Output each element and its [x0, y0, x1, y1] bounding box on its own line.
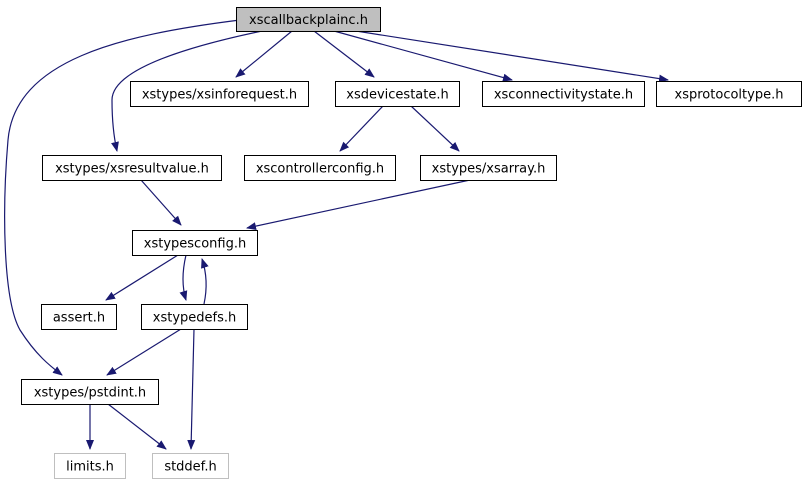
node-box-xsresultvalue [42, 155, 222, 181]
node-label-xsprotocoltype: xsprotocoltype.h [675, 88, 784, 103]
node-label-pstdint: xstypes/pstdint.h [34, 386, 146, 401]
node-box-xsconnectivitystate [482, 81, 645, 107]
edges-layer [4, 19, 669, 450]
node-label-limits: limits.h [66, 460, 114, 475]
edge-root-to-xsprotocoltype [355, 30, 669, 83]
node-pstdint[interactable]: xstypes/pstdint.h [21, 379, 159, 405]
edge-pstdint-to-stddef [107, 403, 167, 450]
node-box-xstypesconfig [132, 230, 258, 256]
node-box-xscontrollerconfig [244, 155, 396, 181]
node-box-xstypedefs [141, 304, 248, 330]
node-box-root [236, 7, 381, 32]
edge-xstypedefs-to-xstypesconfig [201, 258, 209, 305]
edge-xsarray-to-xstypesconfig [246, 179, 471, 231]
node-xsdevicestate[interactable]: xsdevicestate.h [335, 81, 460, 107]
node-label-xsconnectivitystate: xsconnectivitystate.h [494, 88, 633, 103]
node-limits: limits.h [54, 453, 126, 479]
edge-xsdevicestate-to-xsarray [410, 105, 460, 152]
edge-xstypesconfig-to-xstypedefs [179, 254, 188, 301]
edge-root-to-xsinforequest [235, 30, 293, 78]
node-box-assert [41, 304, 117, 330]
node-box-xsarray [420, 155, 557, 181]
node-label-xsarray: xstypes/xsarray.h [432, 162, 546, 177]
node-label-xstypedefs: xstypedefs.h [153, 311, 236, 326]
node-label-xsresultvalue: xstypes/xsresultvalue.h [55, 162, 209, 177]
node-xstypesconfig[interactable]: xstypesconfig.h [132, 230, 258, 256]
node-xsprotocoltype[interactable]: xsprotocoltype.h [656, 81, 802, 107]
edge-xstypesconfig-to-assert [105, 254, 179, 301]
edge-xsresultvalue-to-xstypesconfig [140, 179, 182, 226]
node-label-xsinforequest: xstypes/xsinforequest.h [142, 88, 297, 103]
node-label-stddef: stddef.h [164, 460, 216, 475]
node-label-xscontrollerconfig: xscontrollerconfig.h [256, 162, 384, 177]
node-label-root: xscallbackplainc.h [249, 13, 368, 28]
edge-root-to-xsresultvalue [111, 30, 263, 152]
node-box-pstdint [21, 379, 159, 405]
node-stddef: stddef.h [152, 453, 229, 479]
edge-root-to-xsdevicestate [313, 30, 375, 78]
edge-xstypedefs-to-stddef [187, 328, 196, 450]
node-label-xsdevicestate: xsdevicestate.h [346, 88, 448, 103]
edge-xstypedefs-to-pstdint [106, 328, 182, 376]
node-xsresultvalue[interactable]: xstypes/xsresultvalue.h [42, 155, 222, 181]
node-xsarray[interactable]: xstypes/xsarray.h [420, 155, 557, 181]
node-box-limits [54, 453, 126, 479]
node-xsinforequest[interactable]: xstypes/xsinforequest.h [130, 81, 309, 107]
node-xstypedefs[interactable]: xstypedefs.h [141, 304, 248, 330]
node-assert[interactable]: assert.h [41, 304, 117, 330]
node-label-xstypesconfig: xstypesconfig.h [144, 237, 246, 252]
node-box-stddef [152, 453, 229, 479]
nodes-layer: xscallbackplainc.h xstypes/xsinforequest.… [21, 7, 802, 479]
node-xsconnectivitystate[interactable]: xsconnectivitystate.h [482, 81, 645, 107]
edge-root-to-pstdint [4, 19, 241, 376]
node-label-assert: assert.h [53, 311, 105, 326]
node-box-xsinforequest [130, 81, 309, 107]
node-root[interactable]: xscallbackplainc.h [236, 7, 381, 32]
edge-root-to-xsconnectivitystate [333, 30, 513, 82]
edge-xsdevicestate-to-xscontrollerconfig [339, 105, 384, 152]
node-xscontrollerconfig[interactable]: xscontrollerconfig.h [244, 155, 396, 181]
node-box-xsdevicestate [335, 81, 460, 107]
node-box-xsprotocoltype [656, 81, 802, 107]
